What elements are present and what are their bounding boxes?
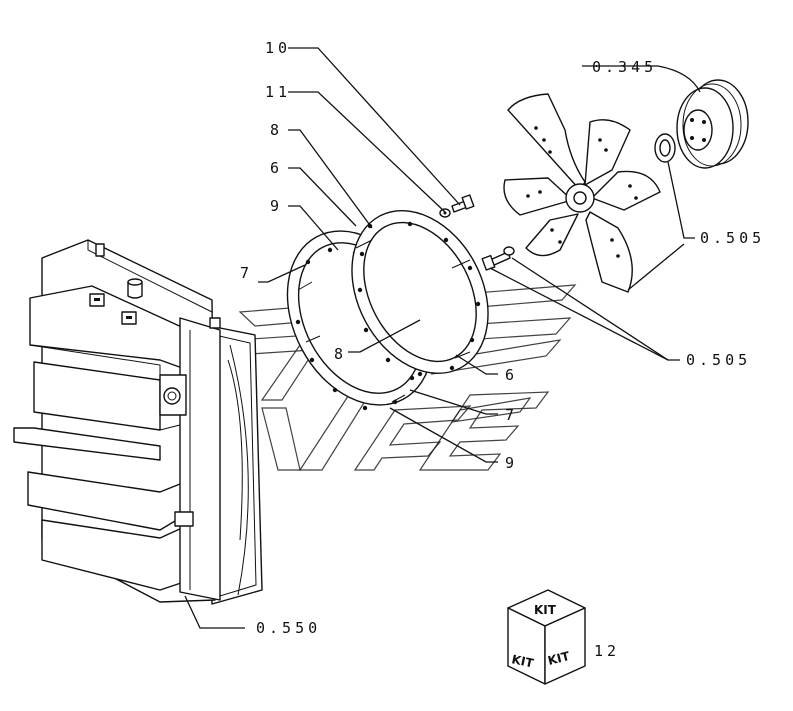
fan-spacer [654,133,676,163]
callout-9-bottom: 9 [505,454,518,472]
callout-10: 10 [265,39,291,57]
callout-12: 12 [594,642,620,660]
callout-9-top: 9 [270,197,283,215]
callout-11: 11 [265,83,291,101]
leader-lines [184,47,701,629]
kit-left-label: KIT [510,652,535,670]
kit-right-label: KIT [546,649,571,668]
cooling-fan [503,93,661,293]
callout-0550: 0.550 [256,619,321,637]
bolt-10 [451,194,475,213]
callout-0505-top: 0.505 [700,229,765,247]
fan-pulley [676,79,749,169]
callout-8-mid: 8 [334,345,347,363]
callout-6-top: 6 [270,159,283,177]
callout-0345: 0.345 [592,58,657,76]
kit-top-label: KIT [534,603,557,617]
callout-6-right: 6 [505,366,518,384]
callout-7-left: 7 [240,264,253,282]
callout-7-right: 7 [505,406,518,424]
fan-shroud-ring-rear [351,209,489,377]
bolt-washer-lower [481,246,515,271]
kit-box: KIT KIT KIT [507,589,586,685]
washer-11 [439,208,451,218]
callouts: 10 11 8 6 9 7 8 6 7 9 0.345 0.505 0.505 … [240,39,765,660]
callout-0505-mid: 0.505 [686,351,751,369]
radiator-assembly [13,239,263,605]
callout-8-top: 8 [270,121,283,139]
